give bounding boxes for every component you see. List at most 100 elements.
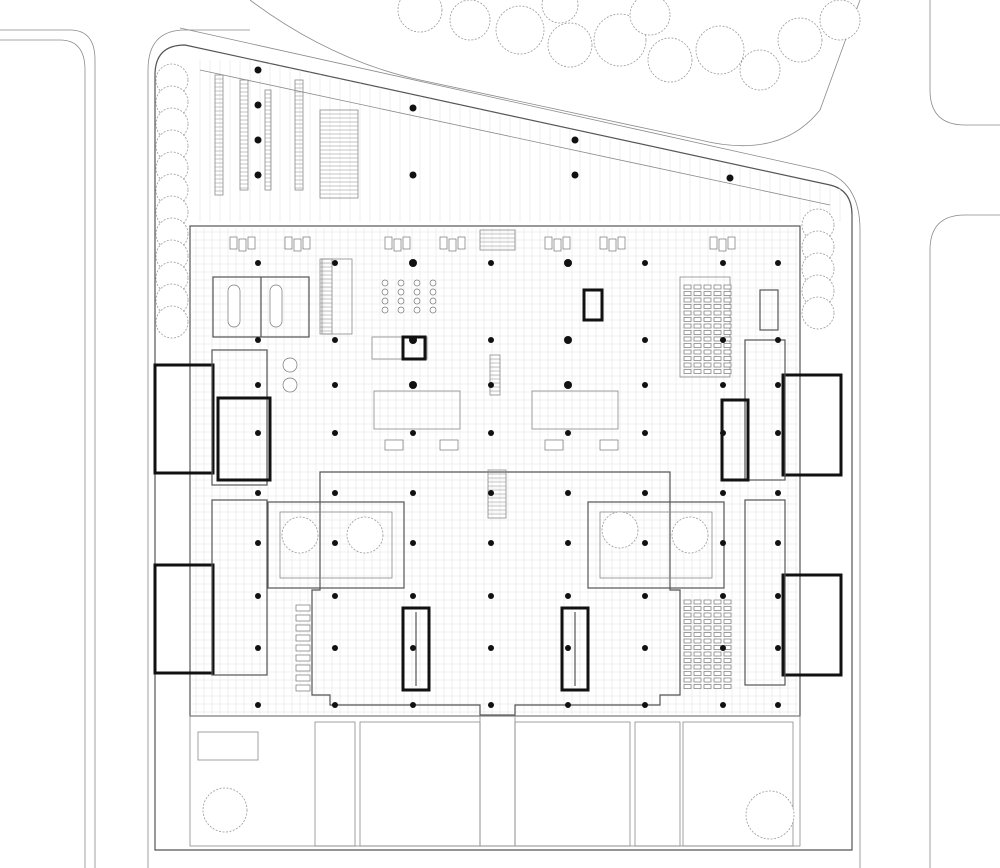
column-icon — [254, 136, 262, 144]
column-icon — [565, 540, 571, 546]
table-icon — [413, 306, 421, 314]
table-icon — [703, 625, 712, 631]
table-icon — [295, 644, 311, 652]
table-icon — [713, 612, 722, 618]
column-icon — [571, 171, 579, 179]
table-icon — [703, 317, 712, 322]
table-icon — [295, 664, 311, 672]
table-icon — [723, 323, 732, 329]
table-icon — [723, 304, 732, 309]
table-icon — [683, 599, 692, 605]
table-icon — [282, 377, 298, 393]
table-icon — [723, 284, 732, 290]
table-icon — [295, 624, 311, 632]
table-icon — [683, 323, 692, 329]
table-icon — [703, 651, 712, 657]
table-icon — [713, 599, 722, 605]
table-icon — [713, 349, 722, 355]
table-icon — [723, 684, 732, 689]
column-icon — [410, 490, 416, 496]
service-core-left — [153, 349, 272, 676]
column-icon — [409, 381, 417, 389]
table-icon — [713, 625, 722, 631]
table-icon — [295, 674, 311, 682]
table-icon — [723, 362, 732, 368]
tree-icon — [397, 0, 443, 33]
table-icon — [713, 677, 722, 683]
table-icon — [703, 671, 712, 676]
table-icon — [683, 317, 692, 322]
table-icon — [393, 238, 402, 252]
tree-icon — [281, 516, 319, 554]
column-icon — [565, 645, 571, 651]
furniture — [229, 236, 736, 692]
column-icon — [410, 645, 416, 651]
table-icon — [683, 625, 692, 631]
table-icon — [683, 606, 692, 611]
structural-columns — [254, 66, 781, 708]
table-icon — [282, 357, 298, 373]
stair-core-left — [401, 606, 431, 692]
column-icon — [642, 430, 648, 436]
table-icon — [723, 671, 732, 676]
tree-icon — [495, 5, 545, 55]
column-icon — [642, 382, 648, 388]
table-icon — [384, 236, 393, 250]
table-icon — [295, 604, 311, 612]
table-icon — [429, 279, 437, 287]
floor-grid — [192, 228, 798, 714]
table-icon — [295, 684, 311, 692]
column-icon — [564, 381, 572, 389]
column-icon — [332, 645, 338, 651]
column-icon — [332, 540, 338, 546]
column-icon — [642, 593, 648, 599]
table-icon — [703, 612, 712, 618]
table-icon — [302, 236, 311, 250]
table-icon — [683, 284, 692, 290]
table-icon — [381, 297, 389, 305]
table-icon — [693, 638, 702, 644]
column-icon — [720, 382, 726, 388]
table-icon — [429, 297, 437, 305]
table-icon — [693, 323, 702, 329]
table-icon — [723, 599, 732, 605]
column-icon — [254, 101, 262, 109]
table-icon — [723, 606, 732, 611]
tree-icon — [541, 0, 579, 24]
table-icon — [693, 664, 702, 670]
service-core-right — [720, 289, 843, 686]
table-icon — [381, 288, 389, 296]
column-icon — [255, 645, 261, 651]
table-icon — [439, 439, 459, 451]
table-icon — [713, 638, 722, 644]
table-icon — [397, 279, 405, 287]
column-icon — [255, 490, 261, 496]
column-icon — [410, 540, 416, 546]
table-icon — [693, 310, 702, 316]
table-icon — [693, 632, 702, 637]
column-icon — [720, 490, 726, 496]
table-icon — [713, 336, 722, 342]
table-icon — [713, 606, 722, 611]
table-icon — [693, 599, 702, 605]
column-icon — [720, 430, 726, 436]
table-icon — [703, 330, 712, 335]
column-icon — [332, 702, 338, 708]
table-icon — [703, 343, 712, 348]
table-icon — [683, 612, 692, 618]
tree-icon — [801, 296, 835, 330]
table-icon — [238, 238, 247, 252]
table-icon — [693, 612, 702, 618]
column-icon — [564, 259, 572, 267]
table-icon — [229, 236, 238, 250]
table-icon — [723, 638, 732, 644]
column-icon — [720, 540, 726, 546]
column-icon — [255, 382, 261, 388]
column-icon — [642, 702, 648, 708]
column-icon — [488, 490, 494, 496]
table-icon — [713, 651, 722, 657]
table-icon — [617, 236, 626, 250]
table-icon — [693, 658, 702, 663]
table-icon — [693, 336, 702, 342]
